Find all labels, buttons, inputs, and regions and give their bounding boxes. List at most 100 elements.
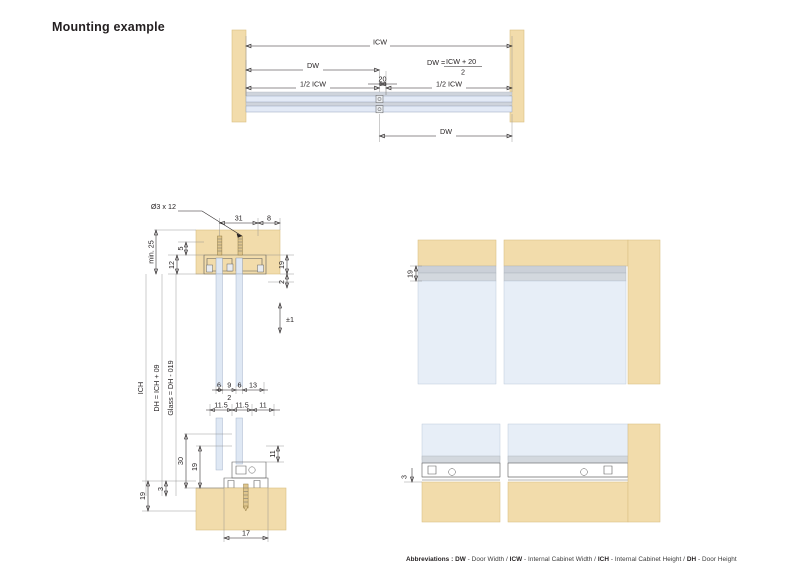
dim-8: 8 xyxy=(257,213,281,226)
dim-lower-a: 11.5 xyxy=(214,401,227,410)
guide-roller-right-icon xyxy=(580,468,588,476)
dim-rail-19-label: 19 xyxy=(406,270,415,278)
dim-19-bottom-label: 19 xyxy=(138,492,147,500)
dim-overlap-20: 20 xyxy=(368,74,397,87)
top-track-right xyxy=(503,265,627,274)
fixing-screw-right xyxy=(237,235,243,256)
glass-channel-rear xyxy=(215,257,223,275)
dim-2-label: 2 xyxy=(277,280,286,284)
glass-panel-rear xyxy=(215,273,223,387)
roller-icon-2 xyxy=(377,107,382,112)
dim-5-label: 5 xyxy=(176,247,185,251)
dim-11-label: 11 xyxy=(268,450,277,457)
roller-block-right xyxy=(257,264,264,273)
bottom-rail-left xyxy=(421,455,501,464)
fixing-screw-left xyxy=(217,235,223,256)
dim-rail-19: 19 xyxy=(406,265,418,282)
dim-icw-label: ICW xyxy=(373,38,387,47)
label-dh: DH = ICH + 09 xyxy=(152,364,161,411)
top-panel-right xyxy=(503,239,629,267)
dim-17: 17 xyxy=(223,529,269,541)
floor-fixing-screw xyxy=(243,483,249,512)
abbreviations-prefix: Abbreviations : xyxy=(406,556,456,563)
track-rear xyxy=(245,91,513,96)
dim-12-label: 12 xyxy=(167,261,176,269)
abbrev-code-dw: DW xyxy=(455,556,466,563)
dim-19-mid-label: 19 xyxy=(190,463,199,471)
glass-panel-front xyxy=(235,273,243,387)
floor-guide-right xyxy=(507,462,629,481)
roller-icon xyxy=(377,97,382,101)
dim-tolerance-label: ±1 xyxy=(286,315,294,324)
bottom-roller-icon xyxy=(248,466,256,474)
abbrev-code-ich: ICH xyxy=(597,556,609,563)
dim-tolerance: ±1 xyxy=(278,302,294,334)
cabinet-side-panel-right xyxy=(627,239,661,385)
roller-block-left xyxy=(206,264,213,273)
bottom-rail-right xyxy=(507,455,629,464)
dim-8-label: 8 xyxy=(267,213,271,222)
formula-door-width: DW = ICW + 20 2 xyxy=(427,57,482,77)
dim-19-mid: 19 xyxy=(190,445,202,489)
bottom-rail-profile xyxy=(231,461,267,479)
dim-floor-gap-3-label: 3 xyxy=(400,475,409,479)
roller-block-mid xyxy=(226,263,234,272)
dim-gap-2-label: 2 xyxy=(227,393,231,402)
glass-leaf-left xyxy=(417,280,497,385)
dim-19-top-label: 19 xyxy=(277,261,286,269)
label-glass: Glass = DH - 019 xyxy=(166,360,175,415)
glass-leaf-right-bottom xyxy=(507,423,629,461)
callout-screw-label: Ø3 x 12 xyxy=(151,202,176,211)
abbrev-meaning-ich: - Internal Cabinet Height / xyxy=(609,556,687,563)
cabinet-side-panel-right-bottom xyxy=(627,423,661,523)
abbrev-code-dh: DH xyxy=(686,556,697,563)
abbreviations-footer: Abbreviations : DW - Door Width / ICW - … xyxy=(406,556,737,563)
guide-roller-left-icon xyxy=(448,468,456,476)
top-panel-left xyxy=(417,239,497,267)
dim-half-icw-right-label: 1/2 ICW xyxy=(436,79,462,88)
dim-min-25-label: min. 25 xyxy=(147,240,156,264)
dim-mid-a: 6 xyxy=(217,381,221,390)
dim-11: 11 xyxy=(268,445,280,463)
formula-lhs: DW = xyxy=(427,58,445,67)
dim-icw: ICW xyxy=(245,38,513,49)
dim-mid-c: 6 xyxy=(238,381,242,390)
dim-dw-lower: DW xyxy=(378,127,513,139)
dim-30-label: 30 xyxy=(176,457,185,465)
cabinet-side-right xyxy=(509,29,525,123)
formula-numerator: ICW + 20 xyxy=(446,57,476,66)
dim-half-icw-left: 1/2 ICW xyxy=(245,79,381,91)
dim-half-icw-left-label: 1/2 ICW xyxy=(300,79,326,88)
dim-row-lower: 11.5 11.5 11 xyxy=(206,401,280,412)
dim-31-label: 31 xyxy=(235,213,243,222)
dim-30: 30 xyxy=(176,433,188,489)
top-plan-view: ICW DW 20 1/2 ICW 1/2 ICW DW = ICW + 20 … xyxy=(231,29,525,142)
dim-3-label: 3 xyxy=(156,487,165,491)
abbrev-meaning-dh: - Door Height xyxy=(696,556,737,563)
top-corner-front-view: 19 xyxy=(406,239,661,385)
dim-17-label: 17 xyxy=(242,529,250,538)
top-track-left xyxy=(417,265,497,274)
dim-dw-lower-label: DW xyxy=(440,127,452,136)
glass-panel-rear-lower xyxy=(215,417,223,471)
label-ich: ICH xyxy=(136,382,145,394)
vertical-section-detail: Ø3 x 12 31 8 min. 25 5 12 xyxy=(136,202,294,542)
dim-31: 31 xyxy=(218,213,259,226)
dim-lower-b: 11.5 xyxy=(235,401,248,410)
glass-panel-front-lower xyxy=(235,417,243,465)
bottom-corner-front-view: 3 xyxy=(400,423,661,523)
floor-guide-left xyxy=(421,462,501,481)
dim-mid-d: 13 xyxy=(249,381,257,390)
page-title: Mounting example xyxy=(52,20,165,34)
dim-3: 3 xyxy=(156,480,168,497)
dim-row-mid: 6 9 6 13 xyxy=(212,381,268,392)
dim-half-icw-right: 1/2 ICW xyxy=(385,79,513,91)
dim-2: 2 xyxy=(277,273,289,289)
dim-dw-upper: DW xyxy=(245,61,381,73)
top-track-right-2 xyxy=(503,272,627,282)
dim-19-top: 19 xyxy=(277,254,289,275)
cabinet-bottom-panel xyxy=(195,487,287,531)
abbrev-code-icw: ICW xyxy=(509,556,523,563)
dim-min-25: min. 25 xyxy=(147,229,159,275)
dim-12: 12 xyxy=(167,254,179,275)
